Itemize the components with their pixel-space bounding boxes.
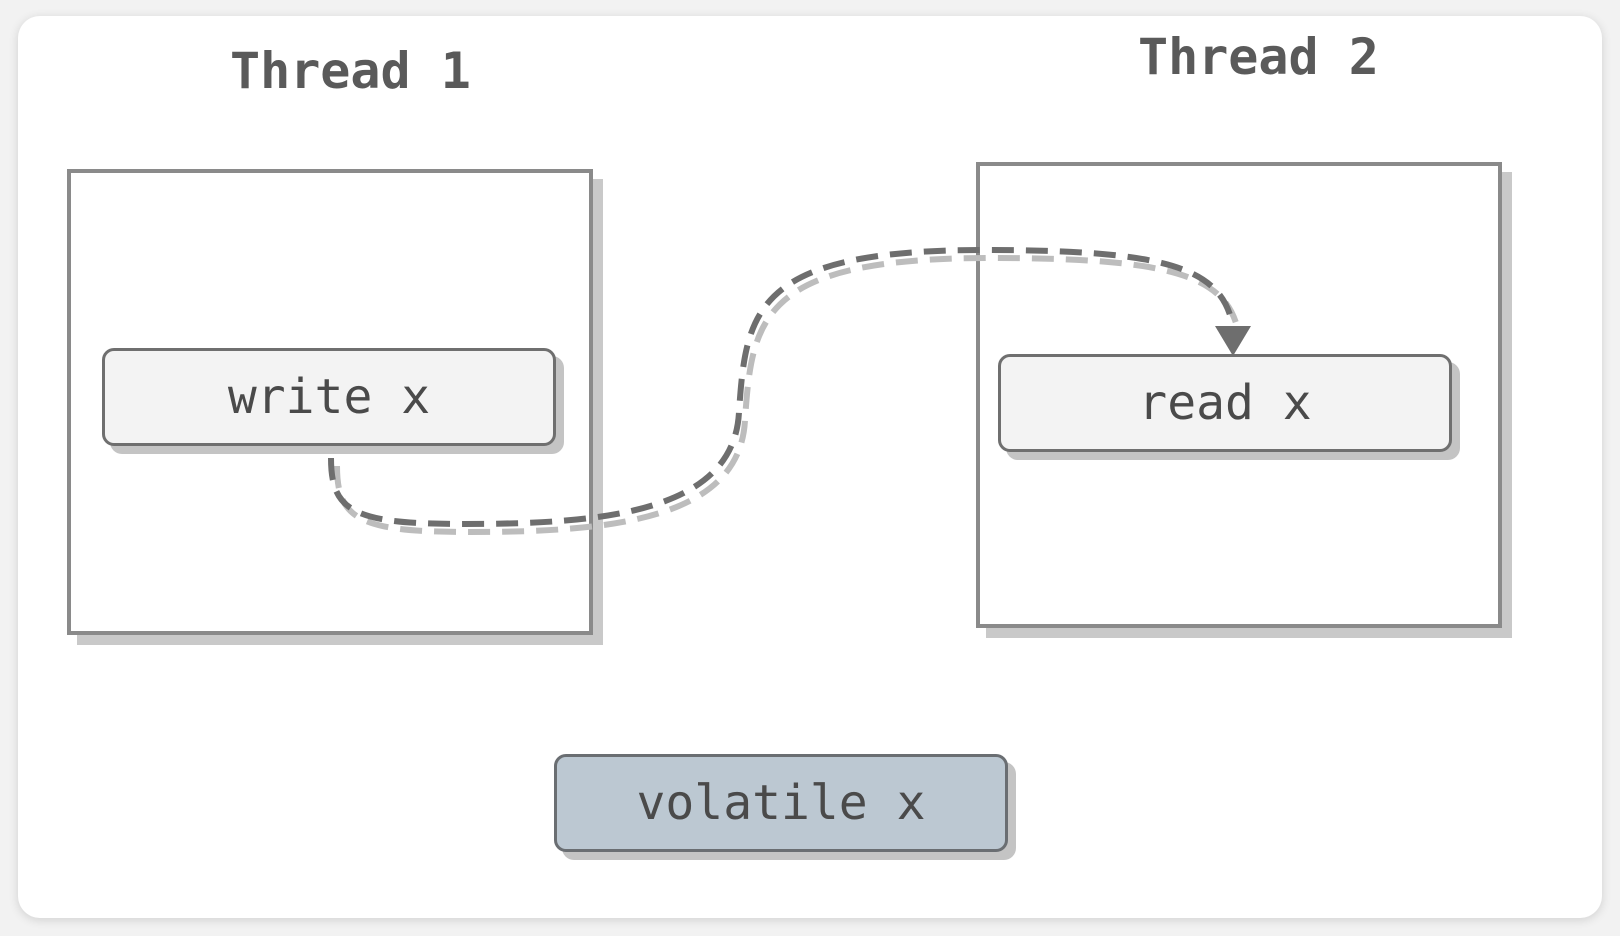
arrow-path [328, 246, 1235, 528]
thread-1-title: Thread 1 [230, 42, 471, 100]
arrow-shadow-path [334, 254, 1241, 536]
arrow-head [1215, 326, 1251, 356]
volatile-x-variable: volatile x [554, 754, 1008, 852]
write-x-operation: write x [102, 348, 556, 446]
thread-2-title: Thread 2 [1138, 28, 1379, 86]
read-x-operation: read x [998, 354, 1452, 452]
diagram-canvas: Thread 1 Thread 2 write x read x volatil… [18, 16, 1602, 918]
